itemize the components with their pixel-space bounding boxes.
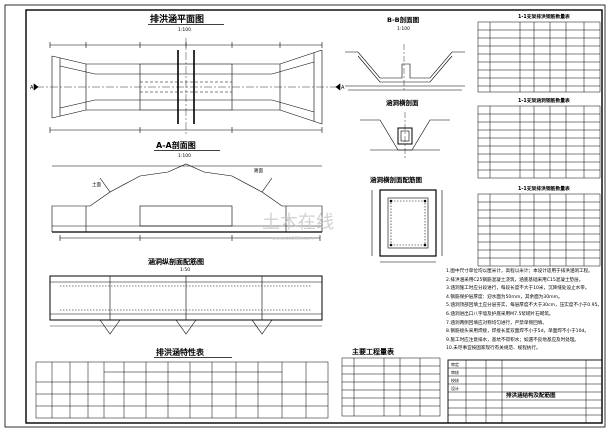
section-aa-title: A-A剖面图	[156, 140, 196, 150]
culvert-section-title: 涵洞横剖面	[386, 98, 419, 107]
note-line: 4.钢筋保护层厚度：迎水面为50mm，其余面为30mm。	[446, 294, 563, 300]
plan-scale: 1:100	[178, 27, 191, 33]
watermark-url: www.co188.com	[272, 236, 313, 242]
rebar-section	[371, 189, 443, 263]
rebar-table-2	[477, 105, 601, 179]
plan-title: 排洪涵平面图	[150, 13, 204, 25]
longitudinal-rebar-scale: 1:50	[180, 267, 190, 273]
inner-frame	[25, 9, 603, 424]
rebar-table-1-title: 1-1支架排洪钢筋数量表	[518, 13, 570, 20]
title-block-row-3: 校核	[451, 377, 459, 383]
note-line: 2.排洪涵采用C25钢筋混凝土浇筑，涵底基础采用C15混凝土垫层。	[446, 277, 584, 283]
title-block-row-4: 设计	[451, 385, 459, 391]
culvert-section	[360, 112, 450, 158]
rebar-table-2-title: 1-1支架涵洞钢筋数量表	[518, 97, 570, 104]
label-ground: 土面	[92, 181, 101, 188]
note-line: 7.涵洞两侧回填应对称均匀进行，严禁单侧回填。	[446, 320, 547, 326]
section-bb-title: B-B剖面图	[387, 15, 420, 24]
label-road: 路面	[254, 167, 263, 174]
characteristics-table	[35, 361, 329, 419]
characteristics-title: 排洪涵特性表	[156, 347, 205, 357]
note-line: 6.涵洞进出口八字墙及护底采用M7.5浆砌片石砌筑。	[446, 311, 554, 317]
rebar-table-3	[477, 193, 601, 267]
section-aa	[51, 163, 323, 241]
title-block-row-1: 审定	[451, 361, 459, 367]
title-block	[447, 359, 603, 424]
section-mark-a-left: A	[30, 85, 34, 91]
section-bb	[345, 44, 465, 91]
quantities-title: 主要工程量表	[352, 347, 395, 356]
section-mark-a-right: A	[341, 85, 345, 91]
watermark: 土木在线	[262, 212, 334, 233]
rebar-table-3-title: 1-1支架排洪钢筋数量表	[518, 185, 570, 192]
rebar-table-1	[477, 21, 601, 93]
note-line: 8.钢筋接头采用焊接，焊接长度双面焊不小于5d，单面焊不小于10d。	[446, 329, 590, 335]
plan-view	[33, 38, 341, 136]
quantities-table	[341, 357, 441, 417]
note-line: 3.涵洞施工时应分段进行，每段长度不大于10米，沉降缝处设止水带。	[446, 286, 590, 292]
section-aa-scale: 1:100	[178, 153, 191, 159]
rebar-section-title: 涵洞横剖面配筋图	[370, 175, 423, 184]
note-line: 9.施工时应注意排水，基坑不得积水；如遇不良地基应及时处理。	[446, 337, 580, 343]
drawing-title: 排洪涵结构及配筋图	[506, 391, 556, 399]
note-line: 5.涵洞顶部回填土应分层夯实，每层厚度不大于30cm，压实度不小于0.95。	[446, 303, 603, 309]
note-line: 10.未尽事宜按国家现行有关规范、规程执行。	[446, 346, 541, 352]
longitudinal-rebar-title: 涵洞纵剖面配筋图	[148, 257, 204, 266]
note-line: 1.图中尺寸单位均以厘米计，高程以米计；本设计适用于排洪涵洞工程。	[446, 269, 593, 274]
outer-frame	[4, 4, 606, 428]
title-block-row-2: 审核	[451, 369, 459, 375]
longitudinal-rebar	[49, 275, 323, 335]
section-bb-scale: 1:100	[397, 26, 410, 32]
design-notes: 1.图中尺寸单位均以厘米计，高程以米计；本设计适用于排洪涵洞工程。 2.排洪涵采…	[446, 268, 602, 354]
